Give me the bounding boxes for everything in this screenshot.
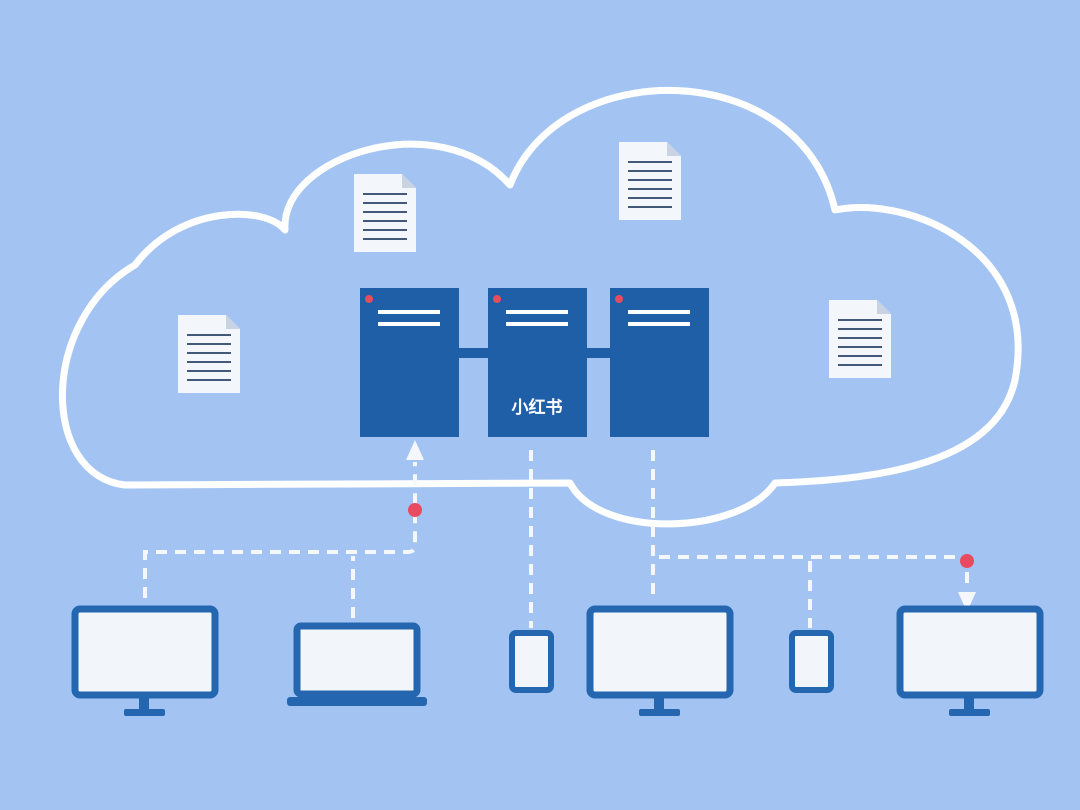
document-text-line bbox=[187, 361, 231, 363]
server-left bbox=[360, 288, 459, 437]
document-text-line bbox=[187, 370, 231, 372]
document-text-line bbox=[628, 161, 672, 163]
desktop-monitor-1 bbox=[71, 605, 219, 716]
connector-desktop-1-to-server bbox=[143, 462, 417, 598]
document-text-line bbox=[187, 343, 231, 345]
server-connector-left bbox=[458, 348, 490, 358]
desktop-monitor-3 bbox=[896, 605, 1044, 716]
document-text-line bbox=[838, 328, 882, 330]
document-top-left bbox=[354, 174, 416, 252]
cloud-outline bbox=[58, 87, 1022, 528]
document-text-line bbox=[363, 211, 407, 213]
document-fold-corner bbox=[667, 142, 681, 156]
document-text-line bbox=[838, 355, 882, 357]
document-right bbox=[829, 300, 891, 378]
document-text-line bbox=[628, 188, 672, 190]
document-fold-corner bbox=[877, 300, 891, 314]
server-status-dot bbox=[365, 295, 373, 303]
document-text-line bbox=[838, 346, 882, 348]
document-text-line bbox=[628, 197, 672, 199]
laptop bbox=[287, 622, 427, 706]
document-text-line bbox=[187, 352, 231, 354]
documents bbox=[178, 142, 891, 393]
arrow-down-icon bbox=[958, 592, 976, 612]
document-text-line bbox=[187, 379, 231, 381]
document-text-line bbox=[363, 202, 407, 204]
document-text-line bbox=[363, 193, 407, 195]
server-status-dot bbox=[615, 295, 623, 303]
document-text-line bbox=[363, 220, 407, 222]
document-text-line bbox=[838, 337, 882, 339]
document-text-line bbox=[628, 170, 672, 172]
document-text-line bbox=[363, 238, 407, 240]
server-status-dot bbox=[493, 295, 501, 303]
document-text-line bbox=[628, 179, 672, 181]
document-text-line bbox=[838, 319, 882, 321]
document-fold-corner bbox=[226, 315, 240, 329]
server-connector-right bbox=[586, 348, 612, 358]
document-left bbox=[178, 315, 240, 393]
phone-1 bbox=[509, 630, 554, 693]
document-text-line bbox=[363, 229, 407, 231]
server-watermark-label: 小红书 bbox=[512, 397, 563, 418]
document-text-line bbox=[187, 334, 231, 336]
server-right bbox=[610, 288, 709, 437]
connector-branch-right bbox=[659, 555, 969, 590]
signal-dot bbox=[960, 554, 974, 568]
server-middle: 小红书 bbox=[488, 288, 587, 437]
desktop-monitor-2 bbox=[586, 605, 734, 716]
signal-dot bbox=[408, 503, 422, 517]
document-top-right bbox=[619, 142, 681, 220]
document-text-line bbox=[628, 206, 672, 208]
document-fold-corner bbox=[402, 174, 416, 188]
arrow-up-icon bbox=[406, 440, 424, 460]
phone-2 bbox=[789, 630, 834, 693]
document-text-line bbox=[838, 364, 882, 366]
